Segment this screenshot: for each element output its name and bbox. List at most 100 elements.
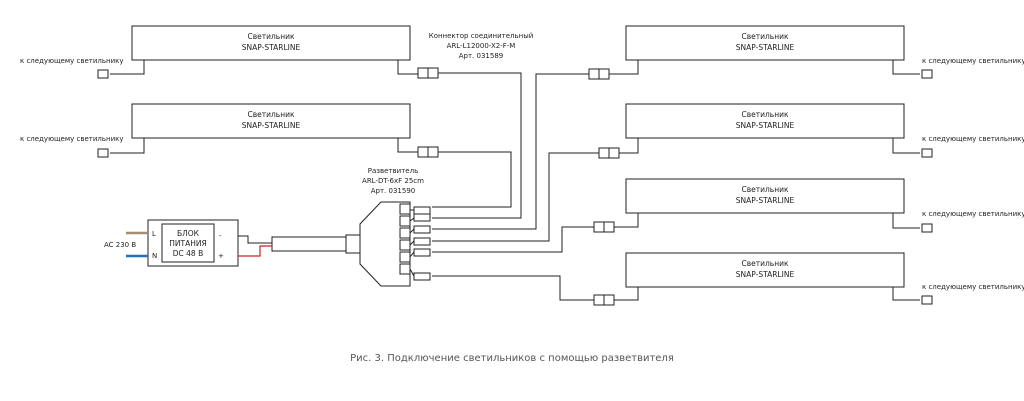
lamp-body [625,252,905,288]
lamp-right-4: Светильник SNAP-STARLINE к следующему св… [432,252,1024,306]
splitter-body [359,201,411,287]
psu-label-box [161,223,215,263]
wire-plus [238,245,272,257]
splitter-title: Разветвитель [368,167,418,175]
connector-male [608,147,620,159]
lamp-model: SNAP-STARLINE [736,270,795,279]
output-plug [413,248,431,257]
connector-male [603,221,615,233]
connector-female [598,147,610,159]
splitter: Разветвитель ARL-DT-6xF 25cm Арт. 031590 [345,167,431,287]
lamp-left-1: Светильник SNAP-STARLINE к следующему св… [20,25,522,219]
wire [609,60,639,75]
plug-connector [97,148,109,158]
connector-female [593,294,605,306]
power-supply: БЛОК ПИТАНИЯ DC 48 В L N - + [147,219,239,267]
lamp-body [131,25,411,61]
wire [409,228,415,234]
connector-male [427,146,439,158]
splitter-port [399,263,411,275]
figure-caption: Рис. 3. Подключение светильников с помощ… [350,353,674,364]
lamp-title: Светильник [741,259,789,268]
wire [409,240,415,246]
plug-connector [921,295,933,305]
splitter-input-cable [271,236,347,252]
output-plug [413,213,431,222]
lamp-right-3: Светильник SNAP-STARLINE к следующему св… [432,178,1024,253]
psu-title-1: БЛОК [177,229,200,238]
wire [409,251,415,258]
wire-minus [238,235,272,244]
next-lamp-label: к следующему светильнику [20,135,124,143]
connector-male [603,294,615,306]
splitter-port [399,251,411,263]
plug-connector [97,69,109,79]
wire [614,287,639,301]
wire [892,287,920,301]
plug-connector [921,148,933,158]
connector-female [593,221,605,233]
wire [397,60,418,75]
lamp-title: Светильник [741,32,789,41]
splitter-port [399,227,411,239]
lamp-body [625,25,905,61]
splitter-input-plug [345,234,361,254]
lamp-title: Светильник [247,110,295,119]
wire [892,138,920,154]
next-lamp-label: к следующему светильнику [922,135,1024,143]
lamp-title: Светильник [247,32,295,41]
output-plug [413,206,431,215]
lamp-title: Светильник [741,110,789,119]
wire [432,72,522,219]
splitter-port [399,239,411,251]
wire [614,213,639,228]
wire [409,217,415,222]
splitter-model: ARL-DT-6xF 25cm [362,177,424,185]
psu-input-L: L [152,230,156,238]
connector-female [417,67,429,79]
lamp-model: SNAP-STARLINE [736,43,795,52]
psu-output-minus: - [219,232,222,240]
splitter-article: Арт. 031590 [371,187,415,195]
lamp-model: SNAP-STARLINE [242,121,301,130]
connector-female [417,146,429,158]
connector-female [588,68,600,80]
output-plug [413,237,431,246]
lamp-body [625,178,905,214]
ac-input-label: AC 230 В [104,241,136,249]
wire [892,213,920,229]
wire [409,268,415,277]
splitter-port [399,215,411,227]
connector-male [598,68,610,80]
lamp-model: SNAP-STARLINE [242,43,301,52]
splitter-output-plugs [413,206,431,281]
lamp-body [131,103,411,139]
output-plug [413,225,431,234]
wire [892,60,920,75]
splitter-port [399,203,411,215]
next-lamp-label: к следующему светильнику [20,57,124,65]
wire [432,152,599,242]
lamp-title: Светильник [741,185,789,194]
psu-voltage: DC 48 В [173,249,203,258]
wire [432,275,594,301]
psu-input-N: N [152,252,157,260]
plug-connector [921,69,933,79]
lamp-right-1: Светильник SNAP-STARLINE к следующему св… [432,25,1024,230]
plug-connector [921,223,933,233]
next-lamp-label: к следующему светильнику [922,57,1024,65]
wire [619,138,639,154]
next-lamp-label: к следующему светильнику [922,210,1024,218]
connector-model: ARL-L12000-X2-F-M [447,42,516,50]
wire [397,138,418,153]
next-lamp-label: к следующему светильнику [922,283,1024,291]
lamp-left-2: Светильник SNAP-STARLINE к следующему св… [20,103,512,208]
lamp-model: SNAP-STARLINE [736,196,795,205]
connector-article: Арт. 031589 [459,52,503,60]
connector-label: Коннектор соединительный ARL-L12000-X2-F… [429,32,534,60]
output-plug [413,272,431,281]
lamp-right-2: Светильник SNAP-STARLINE к следующему св… [432,103,1024,242]
psu-title-2: ПИТАНИЯ [169,239,206,248]
lamp-body [625,103,905,139]
